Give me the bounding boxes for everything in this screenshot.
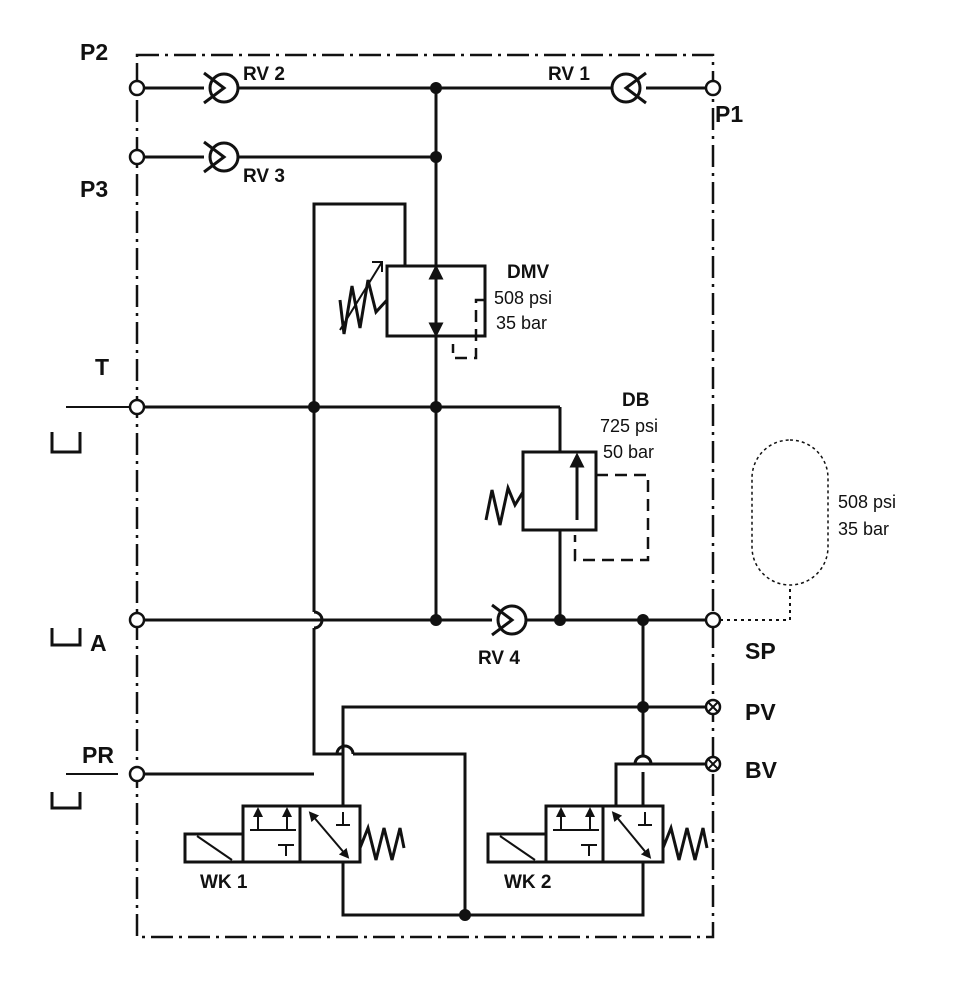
port-a — [128, 611, 146, 629]
check-valve-rv4 — [491, 603, 528, 637]
label-sp: SP — [745, 638, 776, 664]
block-boundary — [135, 53, 715, 939]
label-pr: PR — [82, 742, 114, 768]
check-valve-rv1 — [610, 71, 647, 105]
port-p1 — [704, 79, 722, 97]
label-dmv-name: DMV — [507, 262, 550, 283]
label-t: T — [95, 354, 109, 380]
db-valve — [484, 450, 650, 562]
port-pr — [128, 765, 146, 783]
check-valve-rv3 — [203, 140, 240, 174]
label-dmv-bar: 35 bar — [496, 313, 547, 333]
line-bottom-return — [341, 862, 645, 917]
check-valve-rv2 — [203, 71, 240, 105]
line-right-vertical — [633, 620, 653, 806]
label-accumulator-bar: 35 bar — [838, 519, 889, 539]
label-rv4: RV 4 — [478, 648, 520, 669]
port-p2 — [128, 79, 146, 97]
port-p3 — [128, 148, 146, 166]
line-left-vertical — [312, 202, 467, 915]
tank-t-icon — [50, 406, 137, 454]
line-pv — [341, 705, 713, 806]
label-rv3: RV 3 — [243, 166, 285, 187]
port-t — [128, 398, 146, 416]
label-pv: PV — [745, 699, 776, 725]
solenoid-valve-wk2 — [486, 804, 709, 864]
label-rv2: RV 2 — [243, 64, 285, 85]
label-p2: P2 — [80, 39, 108, 65]
label-dmv-psi: 508 psi — [494, 288, 552, 308]
label-wk1: WK 1 — [200, 872, 248, 893]
label-p1: P1 — [715, 101, 743, 127]
accumulator — [751, 439, 829, 586]
label-db-psi: 725 psi — [600, 416, 658, 436]
port-bv — [704, 755, 722, 773]
junctions — [308, 82, 649, 921]
label-a: A — [90, 630, 107, 656]
line-bv — [614, 762, 713, 806]
label-rv1: RV 1 — [548, 64, 590, 85]
label-bv: BV — [745, 757, 778, 783]
ports — [128, 79, 722, 783]
port-sp — [704, 611, 722, 629]
label-accumulator-psi: 508 psi — [838, 492, 896, 512]
solenoid-valve-wk1 — [183, 804, 406, 864]
label-p3: P3 — [80, 176, 108, 202]
dmv-valve — [338, 261, 487, 360]
port-pv — [704, 698, 722, 716]
tank-pr-icon — [50, 773, 118, 810]
label-wk2: WK 2 — [504, 872, 552, 893]
label-db-bar: 50 bar — [603, 442, 654, 462]
line-accumulator — [713, 585, 791, 621]
tank-a-icon — [50, 628, 82, 647]
label-db-name: DB — [622, 390, 649, 411]
